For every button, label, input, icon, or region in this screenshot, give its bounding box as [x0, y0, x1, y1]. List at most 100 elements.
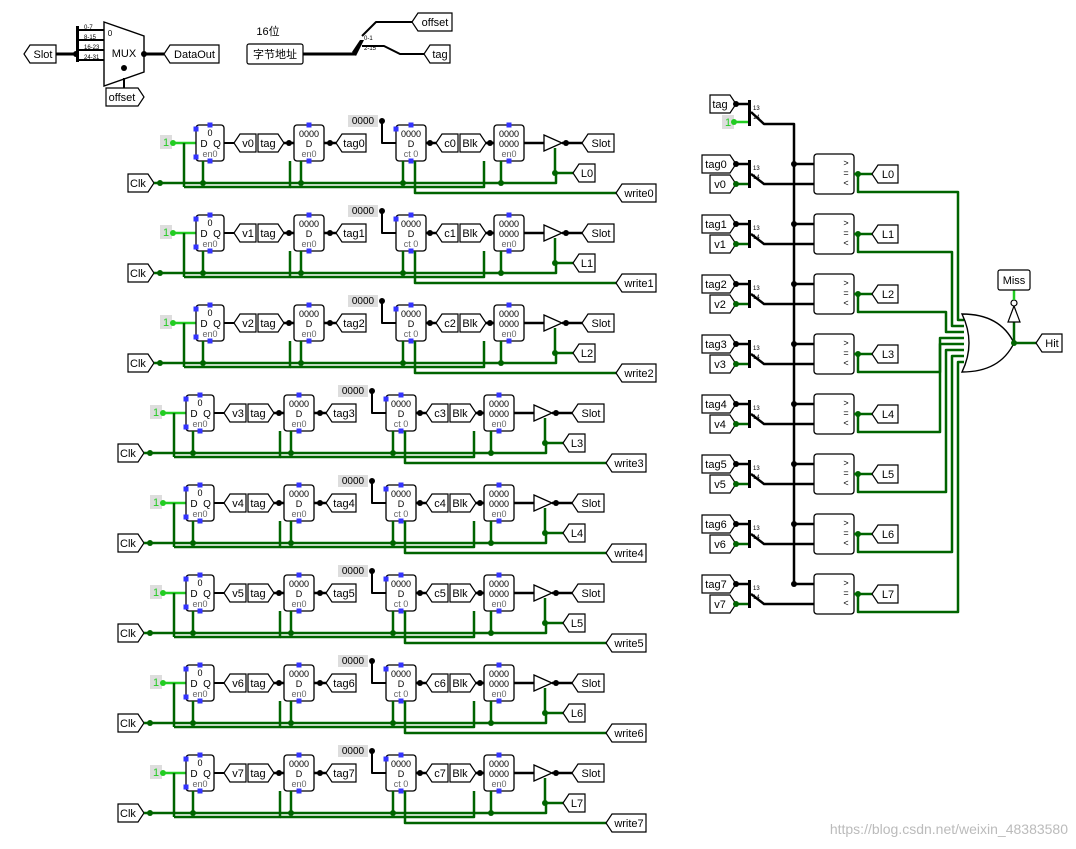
block-value2: 0000 — [499, 139, 519, 149]
comparator-symbol: = — [843, 168, 848, 178]
junction-dot — [288, 810, 294, 816]
register-value: 0000 — [289, 579, 309, 589]
pin-marker — [398, 752, 404, 758]
write-tunnel — [615, 363, 657, 383]
junction-dot — [317, 770, 323, 776]
block-value: 0000 — [489, 399, 509, 409]
counter-tunnel — [435, 313, 459, 333]
slot-tunnel-label: Slot — [582, 498, 601, 510]
constant-box — [150, 495, 162, 509]
comparator-symbol: = — [843, 528, 848, 538]
pin-marker — [193, 126, 199, 132]
dff-d-label: D — [190, 679, 197, 690]
junction-dot — [390, 450, 396, 456]
comparator-symbol: > — [843, 518, 848, 528]
cmp-tag-tunnel-label: tag — [712, 99, 727, 111]
write-wire — [413, 251, 616, 285]
tag-in-tunnel — [257, 313, 285, 333]
register-dq: D — [296, 769, 303, 779]
pin-marker — [197, 788, 203, 794]
comparator-symbol: < — [843, 478, 848, 488]
register-value: 0000 — [299, 219, 319, 229]
junction-dot — [731, 119, 737, 125]
line-tunnel-label: L1 — [581, 258, 593, 270]
pin-marker — [197, 752, 203, 758]
dff-d-label: D — [200, 229, 207, 240]
pin-marker — [398, 482, 404, 488]
dff-en: en0 — [192, 419, 207, 429]
pin-marker — [197, 518, 203, 524]
pin-marker — [408, 248, 414, 254]
pin-marker — [197, 662, 203, 668]
dff-zero: 0 — [197, 398, 202, 408]
counter-value: 0000 — [391, 669, 411, 679]
cmp-entry-bus — [750, 473, 814, 486]
constant-value: 1 — [163, 227, 169, 239]
blk-tunnel-label: Blk — [452, 498, 468, 510]
pin-marker — [496, 428, 502, 434]
tag-out-tunnel-label: tag5 — [333, 588, 354, 600]
pin-marker — [183, 486, 189, 492]
pin-marker — [398, 662, 404, 668]
pin-marker — [398, 698, 404, 704]
junction-dot — [288, 540, 294, 546]
junction-dot — [791, 461, 797, 467]
pin-marker — [207, 158, 213, 164]
counter-ct: ct 0 — [394, 419, 409, 429]
tag-in-tunnel-label: tag — [260, 228, 275, 240]
junction-dot — [553, 590, 559, 596]
comparator-symbol: < — [843, 418, 848, 428]
tri-state-buffer — [533, 493, 554, 513]
slot-tunnel — [581, 313, 615, 333]
comparator-symbol: < — [843, 598, 848, 608]
line-enable-wire — [543, 778, 563, 805]
counter-tunnel-label: c6 — [434, 678, 446, 690]
cmp-entry-tag-tunnel-label: tag4 — [705, 399, 726, 411]
counter-tunnel — [425, 493, 449, 513]
line-tunnel — [562, 433, 586, 453]
blk-tunnel — [449, 763, 477, 783]
mux-input-range: 8-15 — [84, 35, 97, 41]
blk-tunnel — [459, 313, 487, 333]
counter-tunnel-label: c0 — [444, 138, 456, 150]
junction-dot — [733, 281, 739, 287]
cmp-to-or-wire — [856, 174, 964, 322]
tag-out-tunnel-label: tag4 — [333, 498, 354, 510]
counter-tunnel-label: c7 — [434, 768, 446, 780]
not-gate — [1007, 304, 1021, 323]
pin-marker — [306, 122, 312, 128]
blk-tunnel — [449, 583, 477, 603]
block-en: en0 — [491, 419, 506, 429]
block-value2: 0000 — [499, 319, 519, 329]
mux-label: MUX — [112, 48, 137, 60]
counter-init-wire — [380, 120, 396, 144]
junction-dot — [147, 720, 153, 726]
clk-tunnel-label: Clk — [130, 178, 146, 190]
pin-marker — [506, 338, 512, 344]
junction-dot — [498, 360, 504, 366]
cmp-entry-bit: 13 — [753, 166, 760, 172]
cmp-entry-bus — [750, 233, 814, 246]
pin-marker — [398, 428, 404, 434]
cmp-line-tunnel — [871, 344, 899, 364]
mux-input-range: 24-31 — [84, 55, 100, 61]
cmp-line-tunnel — [871, 524, 899, 544]
block-value: 0000 — [499, 219, 519, 229]
write-tunnel-label: write5 — [613, 638, 643, 650]
comparator-symbol: = — [843, 588, 848, 598]
cmp-entry-splitter — [748, 340, 751, 368]
clk-bus — [144, 443, 548, 455]
junction-dot — [276, 410, 282, 416]
cmp-entry-bit: 13 — [753, 526, 760, 532]
cmp-entry-valid-tunnel-label: v1 — [714, 239, 726, 251]
valid-tunnel — [223, 493, 247, 513]
constant-box — [722, 115, 734, 129]
counter-ct: ct 0 — [404, 329, 419, 339]
junction-dot — [400, 270, 406, 276]
dff-en: en0 — [192, 599, 207, 609]
pin-marker — [183, 604, 189, 610]
hit-tunnel — [1035, 333, 1063, 353]
junction-dot — [327, 320, 333, 326]
junction-dot — [498, 270, 504, 276]
cmp-line-tunnel-label: L7 — [882, 589, 894, 601]
